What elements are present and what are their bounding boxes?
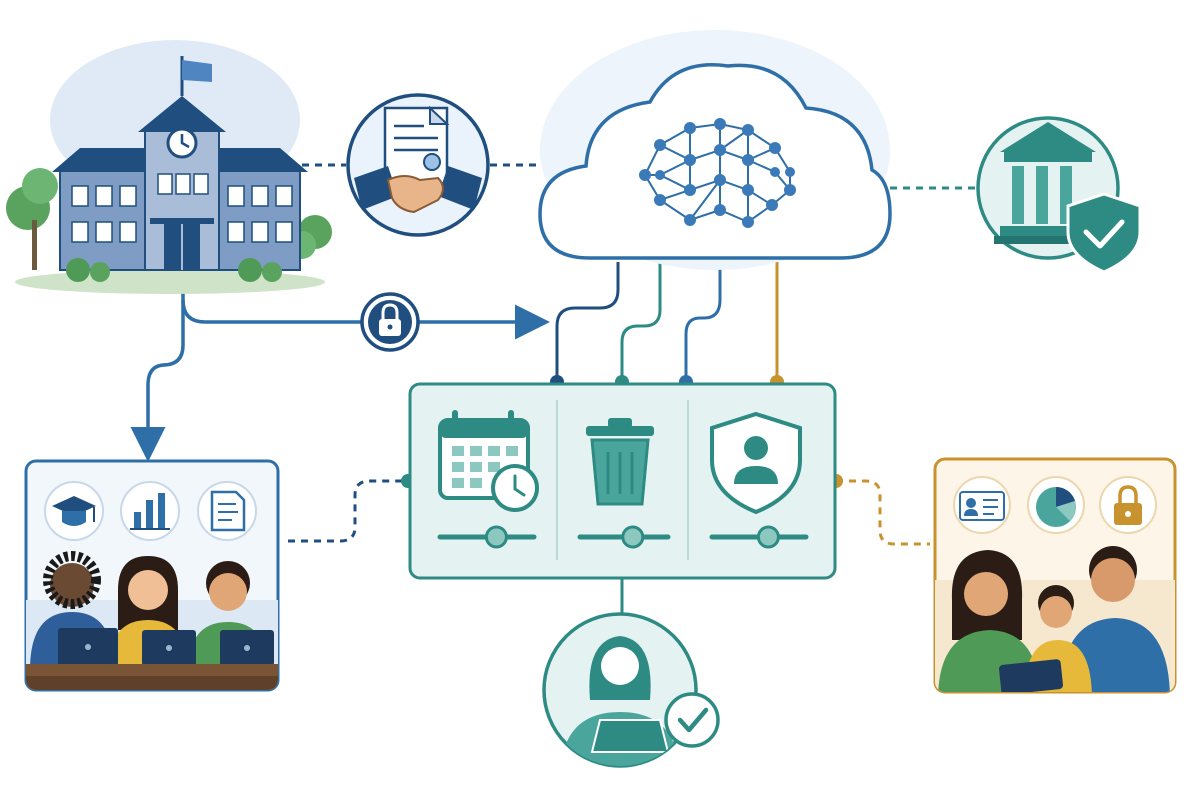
data-controls-panel (408, 382, 837, 580)
teacher-laptop-check-icon[interactable] (542, 612, 720, 780)
handshake-contract-icon[interactable] (346, 93, 490, 237)
calendar-clock-icon[interactable] (438, 410, 539, 512)
cloud-line-1 (555, 262, 620, 380)
padlock-icon (1099, 476, 1157, 534)
deletion-slider[interactable] (577, 525, 671, 549)
connectors (130, 163, 978, 614)
document-icon (197, 481, 257, 541)
cloud-neural-network-icon (538, 30, 892, 270)
arrow-school-controls (181, 299, 550, 340)
retention-slider[interactable] (437, 525, 537, 549)
id-card-icon (953, 476, 1011, 534)
bank-shield-check-icon[interactable] (976, 116, 1142, 274)
classroom-panel (24, 459, 280, 692)
trash-icon[interactable] (586, 418, 654, 506)
graduation-cap-icon (44, 481, 104, 541)
family-panel (933, 457, 1177, 694)
access-slider[interactable] (709, 525, 809, 549)
cloud-line-3 (684, 262, 722, 380)
bar-chart-icon (120, 481, 180, 541)
dashed-link-classroom-controls (288, 479, 408, 543)
arrow-school-classroom (130, 282, 185, 462)
user-shield-icon[interactable] (710, 411, 802, 515)
padlock-icon (360, 292, 420, 352)
school-building-icon (6, 40, 332, 294)
dashed-link-controls-family (836, 479, 930, 546)
cloud-line-2 (620, 262, 662, 380)
pie-chart-icon (1027, 476, 1085, 534)
